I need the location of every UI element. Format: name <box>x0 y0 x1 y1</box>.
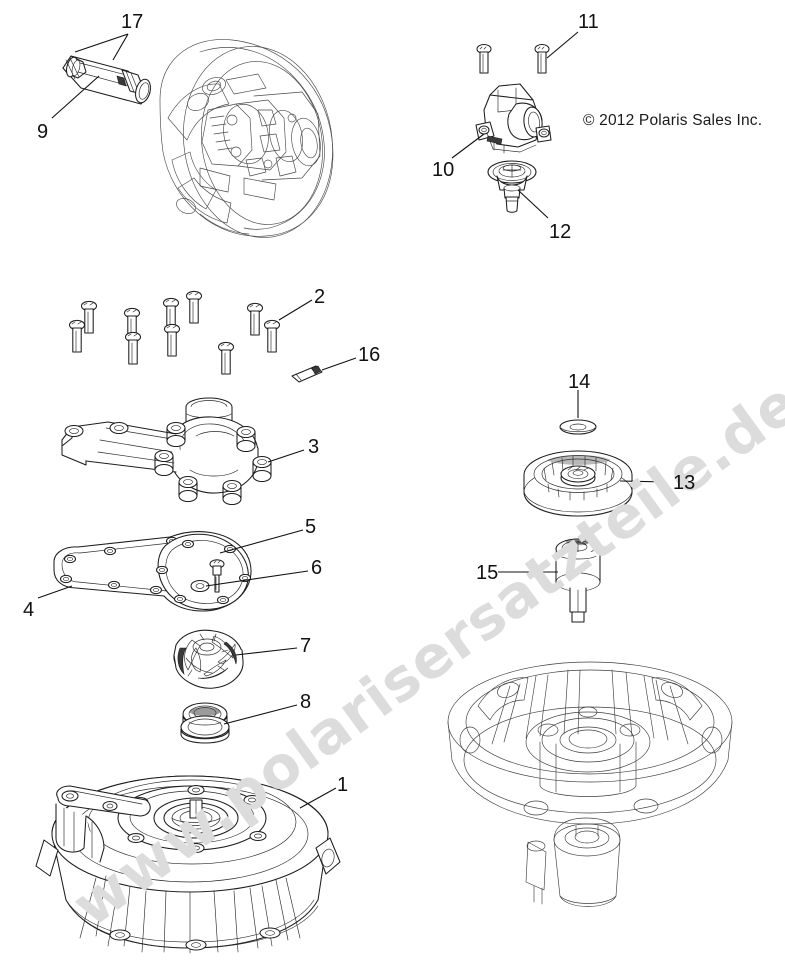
part-flange-bolts-set <box>68 290 281 375</box>
part-cover-plate-bolt <box>209 559 225 593</box>
callout-12: 12 <box>549 221 572 243</box>
leader-lines <box>37 31 667 809</box>
callout-9: 9 <box>37 121 49 143</box>
callout-4: 4 <box>23 599 35 621</box>
callout-16: 16 <box>358 344 381 366</box>
callout-8: 8 <box>300 691 312 713</box>
callout-1: 1 <box>337 774 349 796</box>
callout-13: 13 <box>673 472 696 494</box>
callout-17: 17 <box>121 11 144 33</box>
callout-6: 6 <box>311 557 323 579</box>
callout-2: 2 <box>314 286 326 308</box>
part-roller-clutch-gear <box>523 450 633 517</box>
callout-11: 11 <box>578 11 599 33</box>
callout-5: 5 <box>305 516 317 538</box>
part-drive-cover-housing <box>35 775 341 954</box>
callout-7: 7 <box>300 635 312 657</box>
part-water-pipe-tube <box>62 55 151 105</box>
copyright-notice: © 2012 Polaris Sales Inc. <box>583 112 763 129</box>
callout-14: 14 <box>568 371 591 393</box>
ghost-drive-assembly-lower <box>447 661 733 907</box>
part-one-way-clutch-shaft <box>555 538 601 623</box>
callout-15: 15 <box>476 562 499 584</box>
part-thermostat-housing-bolts <box>476 43 550 74</box>
part-mechanical-seal <box>180 702 230 744</box>
part-thermostat-housing <box>475 83 552 154</box>
part-cover-plate <box>155 533 252 610</box>
ghost-drive-assembly-upper <box>159 39 334 238</box>
part-dowel-pin <box>291 365 323 383</box>
part-water-pump-housing <box>61 397 272 506</box>
part-thrust-washer <box>559 419 597 435</box>
callout-10: 10 <box>432 159 455 181</box>
callout-3: 3 <box>308 436 320 458</box>
part-thermostat <box>487 160 537 213</box>
part-impeller <box>173 629 244 689</box>
